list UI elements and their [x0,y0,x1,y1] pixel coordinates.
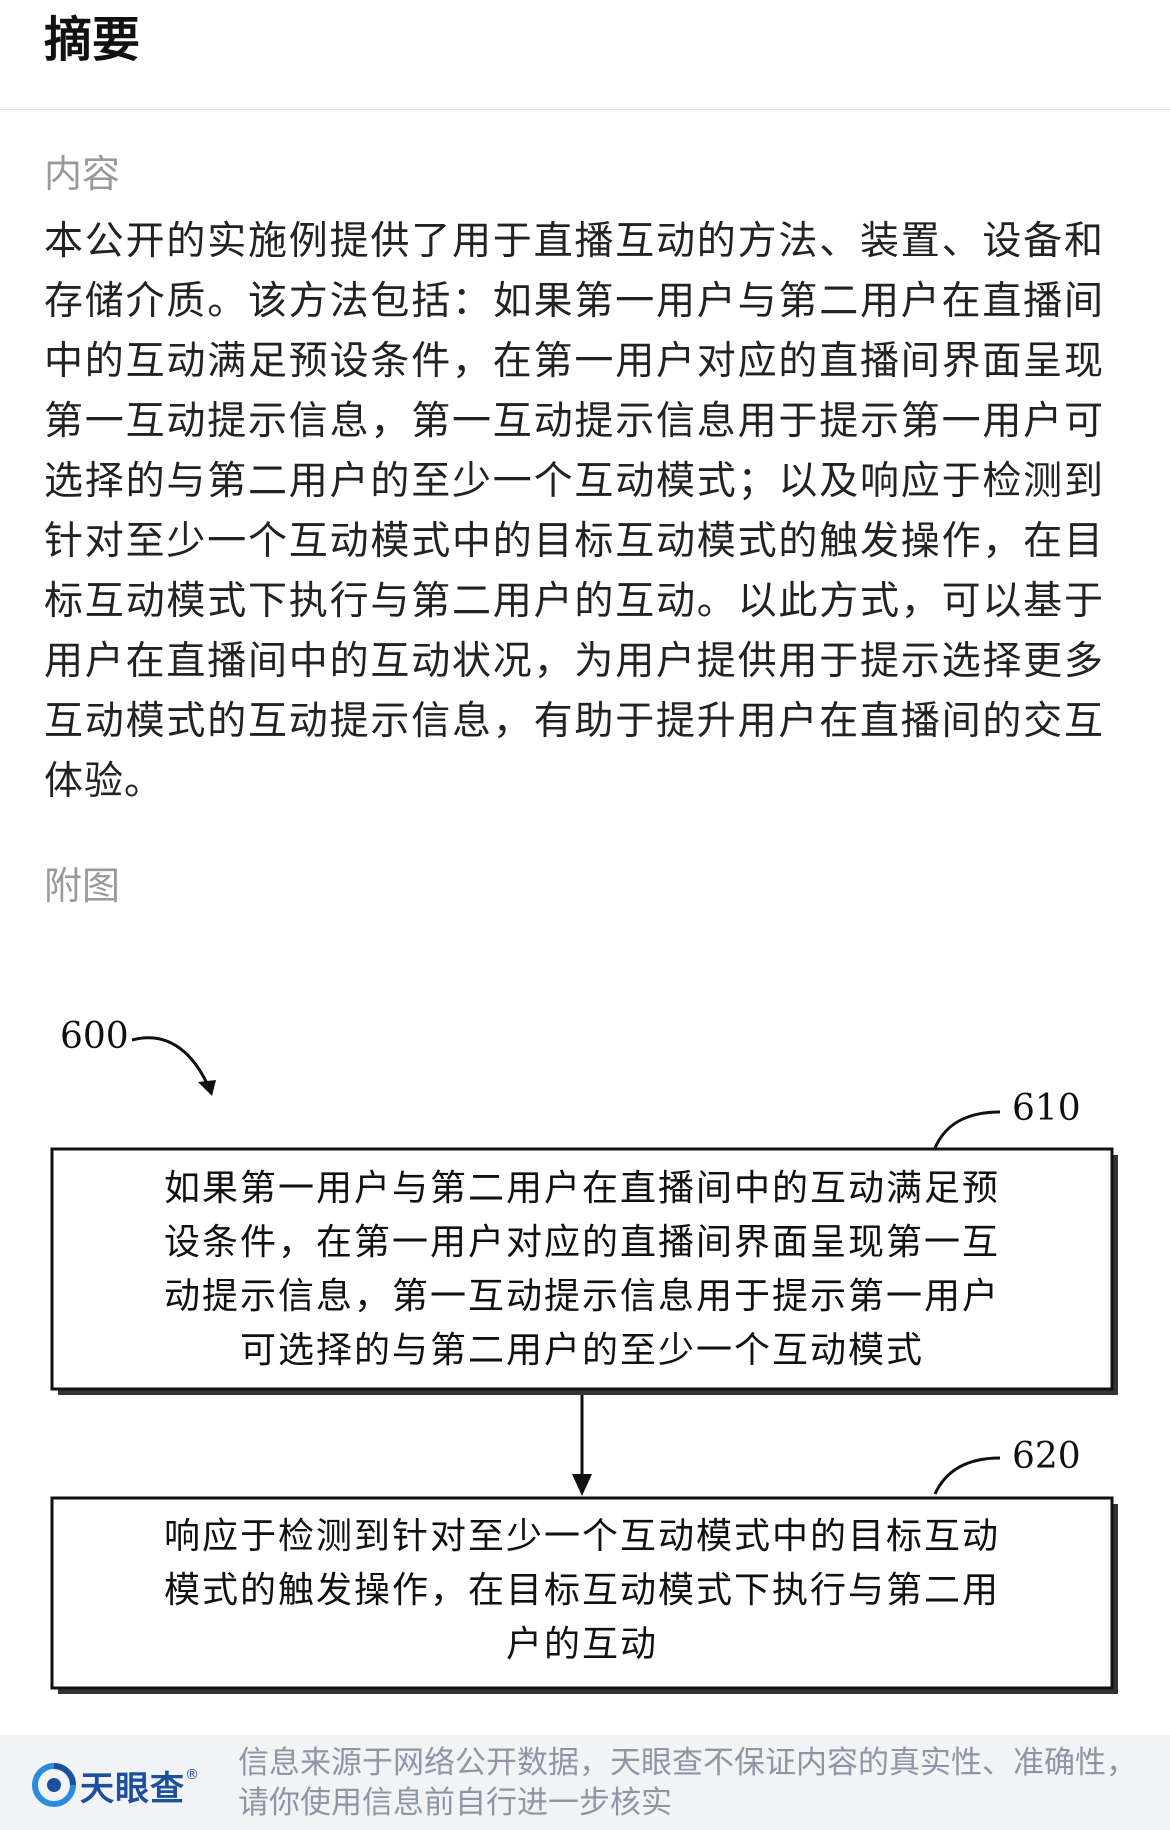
disclaimer-line-1: 信息来源于网络公开数据，天眼查不保证内容的真实性、准确性， [238,1745,1137,1781]
page-header: 摘要 [0,0,1170,110]
figure-section-label: 附图 [44,864,121,908]
step-connector-arrowhead [572,1474,592,1496]
step-ref-620-leader [933,1456,1001,1495]
flowchart: 600 610 如果第一用户与第二用户在直播间中的互动满足预 设条件，在第一用户… [50,1016,1118,1694]
step-610-line-1: 如果第一用户与第二用户在直播间中的互动满足预 [164,1168,1000,1209]
footer-disclaimer-bar: 天眼查 ® 信息来源于网络公开数据，天眼查不保证内容的真实性、准确性， 请你使用… [0,1735,1170,1830]
step-ref-610: 610 [1012,1088,1081,1129]
patent-figure: 600 610 如果第一用户与第二用户在直播间中的互动满足预 设条件，在第一用户… [0,1000,1170,1700]
disclaimer-line-2: 请你使用信息前自行进一步核实 [238,1785,672,1821]
abstract-text: 本公开的实施例提供了用于直播互动的方法、装置、设备和存储介质。该方法包括：如果第… [44,219,1104,804]
step-620-line-1: 响应于检测到针对至少一个互动模式中的目标互动 [164,1516,1000,1557]
step-ref-620: 620 [1012,1436,1081,1477]
step-620-box [50,1496,1114,1690]
diagram-ref-label: 600 [60,1016,129,1057]
step-610-box [50,1147,1114,1391]
diagram-ref-arrow [131,1036,212,1091]
page-title: 摘要 [44,12,141,68]
step-610-line-3: 动提示信息，第一互动提示信息用于提示第一用户 [164,1276,1000,1317]
tianyancha-logo: 天眼查 ® [32,1761,199,1809]
step-610-line-4: 可选择的与第二用户的至少一个互动模式 [240,1330,924,1371]
step-620-line-2: 模式的触发操作，在目标互动模式下执行与第二用 [164,1570,1000,1611]
content-section-label: 内容 [44,152,121,196]
tianyancha-eye-icon [32,1763,76,1807]
step-610-line-2: 设条件，在第一用户对应的直播间界面呈现第一互 [164,1222,1000,1263]
logo-registered-mark: ® [185,1767,199,1783]
diagram-ref-arrowhead [198,1080,216,1096]
logo-text: 天眼查 [80,1768,185,1809]
step-620-line-3: 户的互动 [506,1624,658,1665]
step-ref-610-leader [933,1110,1001,1149]
disclaimer-text: 信息来源于网络公开数据，天眼查不保证内容的真实性、准确性， 请你使用信息前自行进… [238,1743,1158,1823]
